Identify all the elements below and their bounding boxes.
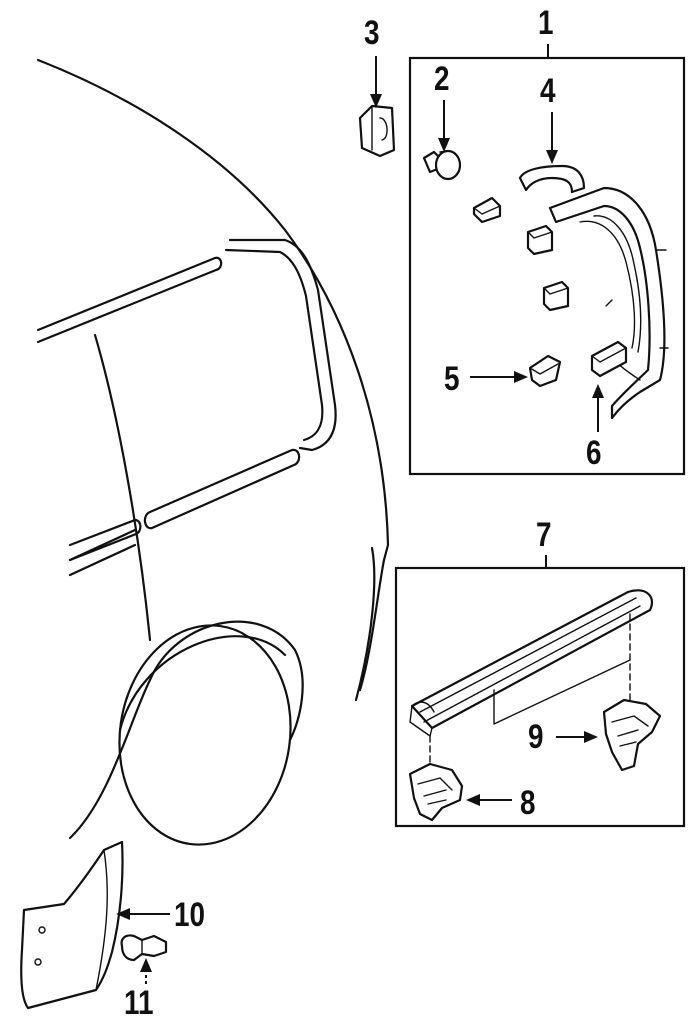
- part-11-screw: [120, 934, 168, 984]
- vehicle-body-outline: [36, 58, 390, 846]
- part-6-clip: [590, 340, 628, 432]
- callout-5: 5: [444, 360, 460, 398]
- callout-9: 9: [528, 718, 544, 756]
- part-5-clip: [470, 354, 562, 388]
- callout-8: 8: [520, 784, 536, 822]
- callout-2: 2: [434, 60, 450, 98]
- part-9-clip: [556, 698, 662, 772]
- callout-4: 4: [540, 72, 556, 110]
- part-10-mud-guard: [20, 840, 170, 1010]
- callout-6: 6: [586, 434, 602, 472]
- callout-11: 11: [124, 984, 154, 1022]
- group-7-box: [394, 566, 686, 828]
- part-3-clip: [358, 56, 396, 158]
- part-8-clip: [408, 762, 512, 822]
- callout-1: 1: [538, 4, 554, 42]
- callout-10: 10: [174, 896, 206, 934]
- part-2-bolt: [422, 100, 462, 181]
- part-4-molding-end: [518, 112, 586, 194]
- retainer-clips: [472, 196, 570, 312]
- callout-3: 3: [364, 14, 380, 52]
- part-7-side-molding: [409, 589, 654, 767]
- callout-7: 7: [536, 516, 552, 554]
- wheel-arch-molding: [548, 186, 669, 420]
